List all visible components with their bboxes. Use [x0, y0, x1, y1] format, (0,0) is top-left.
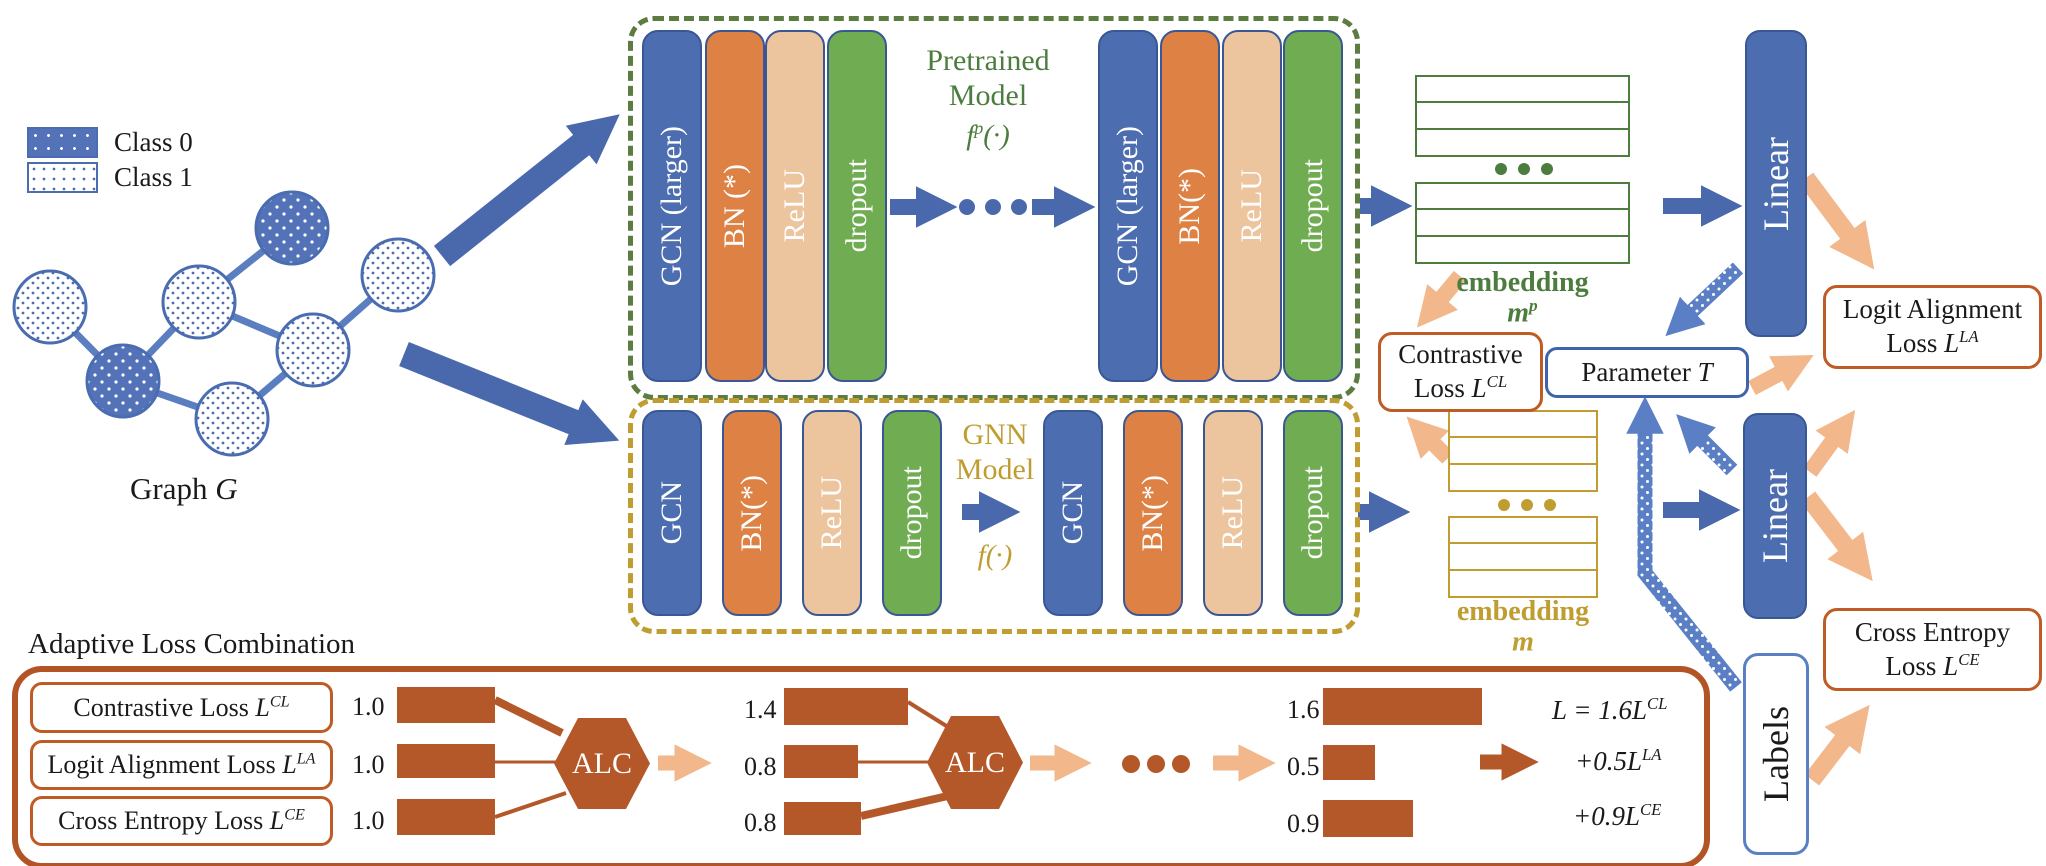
weight-value: 0.5 [1287, 752, 1320, 781]
pretrained-model-title: Pretrained Model [926, 44, 1050, 112]
weight-bar [397, 687, 495, 723]
layer-dropout-1: dropout [827, 30, 887, 382]
weight-bar [784, 802, 861, 835]
layer-relu-2: ReLU [1222, 30, 1282, 382]
legend-swatch-class0 [27, 127, 98, 158]
weight-value: 1.0 [352, 692, 385, 721]
node-class1 [275, 312, 351, 388]
legend-label-class0: Class 0 [114, 127, 193, 157]
layer-gcn-larger-1: GCN (larger) [642, 30, 702, 382]
alc-row-logit-label: Logit Alignment Loss LLA [30, 740, 333, 790]
graph-caption: Graph G [130, 471, 238, 507]
layer-gcn-larger-2: GCN (larger) [1098, 30, 1158, 382]
weight-value: 1.6 [1287, 695, 1320, 724]
weight-value: 1.0 [352, 806, 385, 835]
gnn-model-title: GNN Model [955, 418, 1035, 486]
linear2-box: Linear [1743, 413, 1807, 619]
alc-section-title: Adaptive Loss Combination [28, 628, 356, 660]
weight-value: 0.9 [1287, 809, 1320, 838]
embedding-p-stack-bottom [1415, 181, 1630, 264]
node-class1 [161, 264, 237, 340]
alc-row-cross-label: Cross Entropy Loss LCE [30, 796, 333, 846]
arrow-parameterT-to-logit-loss [1748, 355, 1814, 396]
graph-nodes [12, 190, 436, 457]
embedding-m-ellipsis [1498, 499, 1556, 511]
alc2-link-row1 [906, 700, 950, 729]
arrow-graph-to-gnn [399, 341, 620, 446]
embedding-p-ellipsis [1495, 163, 1553, 175]
layer-bn-2: BN(*) [1160, 30, 1220, 382]
node-class1 [194, 381, 270, 457]
legend-swatch-class1 [27, 162, 98, 193]
embedding-p-label: embedding mp [1456, 267, 1589, 329]
dotted-arrow-labels-to-parameterT [1626, 396, 1742, 692]
embedding-m-label: embedding m [1456, 596, 1590, 658]
arrow-linear2-to-cross-loss [1800, 491, 1873, 582]
node-class1 [360, 237, 436, 313]
cross-entropy-loss-box: Cross Entropy Loss LCE [1823, 608, 2042, 691]
gnn-layer-relu-1: ReLU [802, 410, 862, 616]
ellipsis-dots-pretrained [959, 199, 1027, 215]
alc2-link-row3 [860, 791, 953, 820]
graph-caption-var: G [215, 471, 238, 506]
gnn-layer-bn-1: BN(*) [722, 410, 782, 616]
alc-hexagon-1: ALC [554, 718, 650, 809]
arrow-linear1-to-logit-loss [1798, 172, 1875, 270]
weight-bar [1323, 745, 1375, 780]
weight-bar [1323, 800, 1413, 837]
dotted-arrow-linear2-to-parameterT [1676, 414, 1738, 476]
ellipsis-dots-alc [1122, 755, 1190, 773]
gnn-layer-bn-2: BN(*) [1123, 410, 1183, 616]
weight-bar [784, 688, 908, 725]
contrastive-loss-box: Contrastive Loss LCL [1378, 332, 1543, 412]
weight-value: 0.8 [744, 752, 777, 781]
node-class0 [254, 190, 330, 266]
alc-section-box [12, 666, 1710, 866]
gnn-layer-gcn-2: GCN [1043, 410, 1103, 616]
gnn-layer-gcn-1: GCN [642, 410, 702, 616]
embedding-m-stack-bottom [1448, 515, 1598, 598]
logit-alignment-loss-box: Logit Alignment Loss LLA [1823, 285, 2042, 369]
weight-value: 0.8 [744, 808, 777, 837]
gnn-layer-dropout-2: dropout [1283, 410, 1343, 616]
alc1-link-row3 [494, 791, 567, 819]
weight-bar [784, 745, 858, 778]
arrow-linear2-to-logit-loss [1803, 409, 1856, 477]
gnn-layer-dropout-1: dropout [882, 410, 942, 616]
arrow-graph-to-pretrained [433, 114, 620, 267]
embedding-m-stack-top [1448, 409, 1598, 492]
weight-bar [1323, 688, 1482, 725]
embedding-p-stack-top [1415, 74, 1630, 157]
pretrained-model-box [628, 16, 1360, 400]
gnn-fn-label: f(·) [977, 539, 1013, 572]
pretrained-fn-label: fp(·) [966, 118, 1010, 152]
weight-bar [397, 799, 495, 835]
weight-bar [397, 744, 495, 778]
node-class1 [12, 269, 88, 345]
alc-row-contrastive-label: Contrastive Loss LCL [30, 682, 333, 733]
formula-line-3: +0.9LCE [1573, 800, 1662, 831]
legend-label-class1: Class 1 [114, 162, 193, 192]
alc1-link-row1 [493, 696, 564, 737]
alc-hexagon-2: ALC [927, 716, 1023, 809]
layer-dropout-2: dropout [1283, 30, 1343, 382]
arrow-labels-to-cross-loss [1804, 704, 1870, 786]
weight-value: 1.0 [352, 750, 385, 779]
layer-relu-1: ReLU [765, 30, 825, 382]
layer-bn-1: BN (*) [705, 30, 765, 382]
gnn-model-box [628, 398, 1360, 634]
parameter-T-box: Parameter T [1545, 347, 1749, 398]
arrow-embedding-p-to-contrastive [1416, 270, 1467, 328]
node-class0 [85, 343, 161, 419]
formula-line-1: L = 1.6LCL [1552, 694, 1668, 725]
linear1-box: Linear [1745, 30, 1807, 337]
labels-box: Labels [1743, 653, 1809, 855]
graph-caption-text: Graph [130, 471, 208, 506]
weight-value: 1.4 [744, 695, 777, 724]
formula-line-2: +0.5LLA [1575, 745, 1662, 776]
dotted-arrow-linear1-to-parameterT [1665, 262, 1744, 337]
gnn-layer-relu-2: ReLU [1203, 410, 1263, 616]
arrow-embedding-m-to-contrastive [1406, 416, 1454, 464]
